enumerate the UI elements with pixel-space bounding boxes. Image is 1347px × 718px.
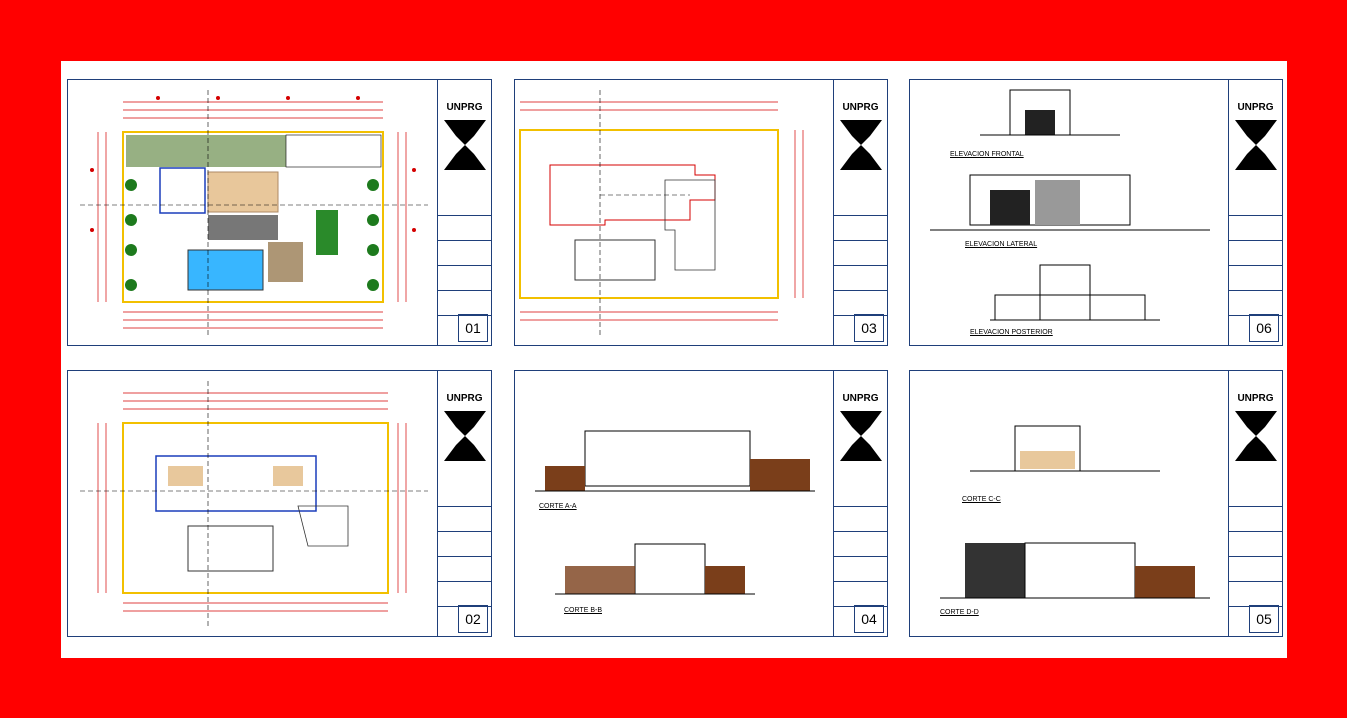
section-b-label: CORTE B-B (564, 607, 602, 614)
sheet-02[interactable]: UNPRG 02 (67, 370, 492, 637)
firm-name: UNPRG (446, 102, 483, 113)
sheet-number: 04 (854, 605, 884, 633)
sheet-04[interactable]: CORTE A-A CORTE B-B UNPRG 04 (514, 370, 888, 637)
elevation-posterior-label: ELEVACION POSTERIOR (970, 329, 1053, 336)
firm-name: UNPRG (1237, 102, 1274, 113)
firm-logo-icon (444, 120, 486, 170)
elevation-frontal-label: ELEVACION FRONTAL (950, 151, 1024, 158)
site-plan-drawing (80, 90, 428, 338)
firm-name: UNPRG (1237, 393, 1274, 404)
section-c-label: CORTE C-C (962, 496, 1001, 503)
firm-name: UNPRG (842, 102, 879, 113)
title-block: UNPRG 02 (437, 371, 491, 636)
title-block: UNPRG 05 (1228, 371, 1282, 636)
section-d-label: CORTE D-D (940, 609, 979, 616)
firm-name: UNPRG (446, 393, 483, 404)
sheet-number: 02 (458, 605, 488, 633)
sections-drawing (940, 425, 1210, 599)
sheet-03[interactable]: UNPRG 03 (514, 79, 888, 346)
upper-floor-plan-drawing (80, 381, 428, 629)
title-block: UNPRG 01 (437, 80, 491, 345)
firm-name: UNPRG (842, 393, 879, 404)
title-block: UNPRG 04 (833, 371, 887, 636)
sheet-05[interactable]: CORTE C-C CORTE D-D UNPRG 05 (909, 370, 1283, 637)
firm-logo-icon (840, 411, 882, 461)
elevation-lateral-label: ELEVACION LATERAL (965, 241, 1038, 248)
elevations-drawing (930, 89, 1210, 321)
sheet-number: 03 (854, 314, 884, 342)
drawing-canvas: UNPRG 01 UNPRG 03 (61, 61, 1287, 658)
roof-plan-drawing (519, 90, 804, 338)
sheet-01[interactable]: UNPRG 01 (67, 79, 492, 346)
sheet-number: 01 (458, 314, 488, 342)
section-a-label: CORTE A-A (539, 503, 577, 510)
firm-logo-icon (1235, 120, 1277, 170)
sheet-number: 06 (1249, 314, 1279, 342)
sheet-number: 05 (1249, 605, 1279, 633)
firm-logo-icon (444, 411, 486, 461)
firm-logo-icon (1235, 411, 1277, 461)
sections-drawing (535, 430, 815, 595)
title-block: UNPRG 06 (1228, 80, 1282, 345)
sheet-06[interactable]: ELEVACION FRONTAL ELEVACION LATERAL ELEV… (909, 79, 1283, 346)
title-block: UNPRG 03 (833, 80, 887, 345)
firm-logo-icon (840, 120, 882, 170)
